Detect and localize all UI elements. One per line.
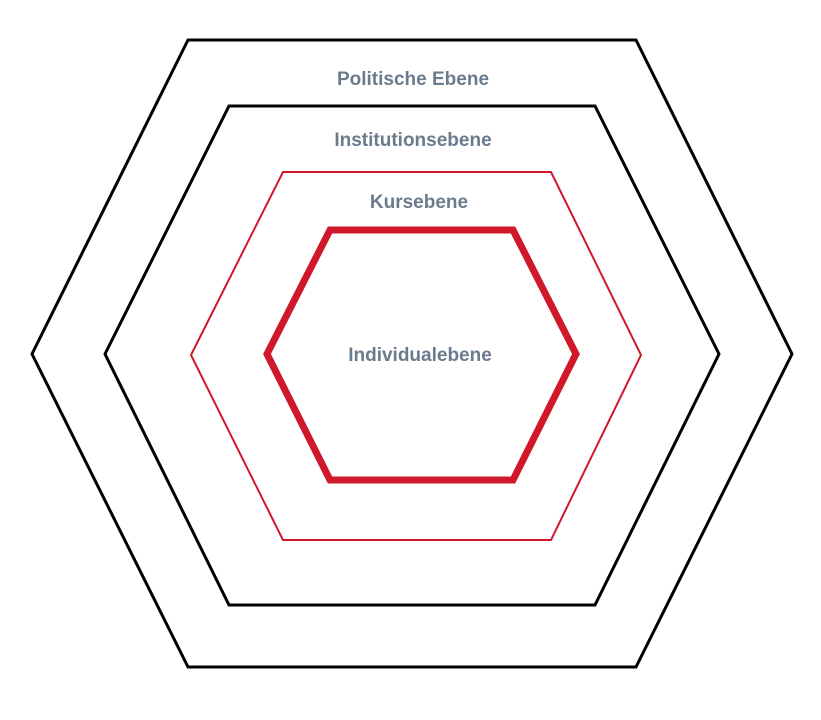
course-level: Kursebene	[189, 171, 643, 541]
individual-level: Individualebene	[263, 226, 580, 484]
individual-level-label: Individualebene	[348, 345, 492, 366]
institution-level-hexagon	[103, 104, 721, 607]
institution-level-label: Institutionsebene	[334, 130, 491, 151]
institution-level: Institutionsebene	[103, 104, 721, 607]
political-level: Politische Ebene	[30, 38, 794, 669]
course-level-hexagon	[189, 171, 643, 541]
individual-level-hexagon	[263, 226, 580, 484]
political-level-hexagon	[30, 38, 794, 669]
course-level-label: Kursebene	[370, 192, 468, 213]
political-level-label: Politische Ebene	[337, 69, 489, 90]
